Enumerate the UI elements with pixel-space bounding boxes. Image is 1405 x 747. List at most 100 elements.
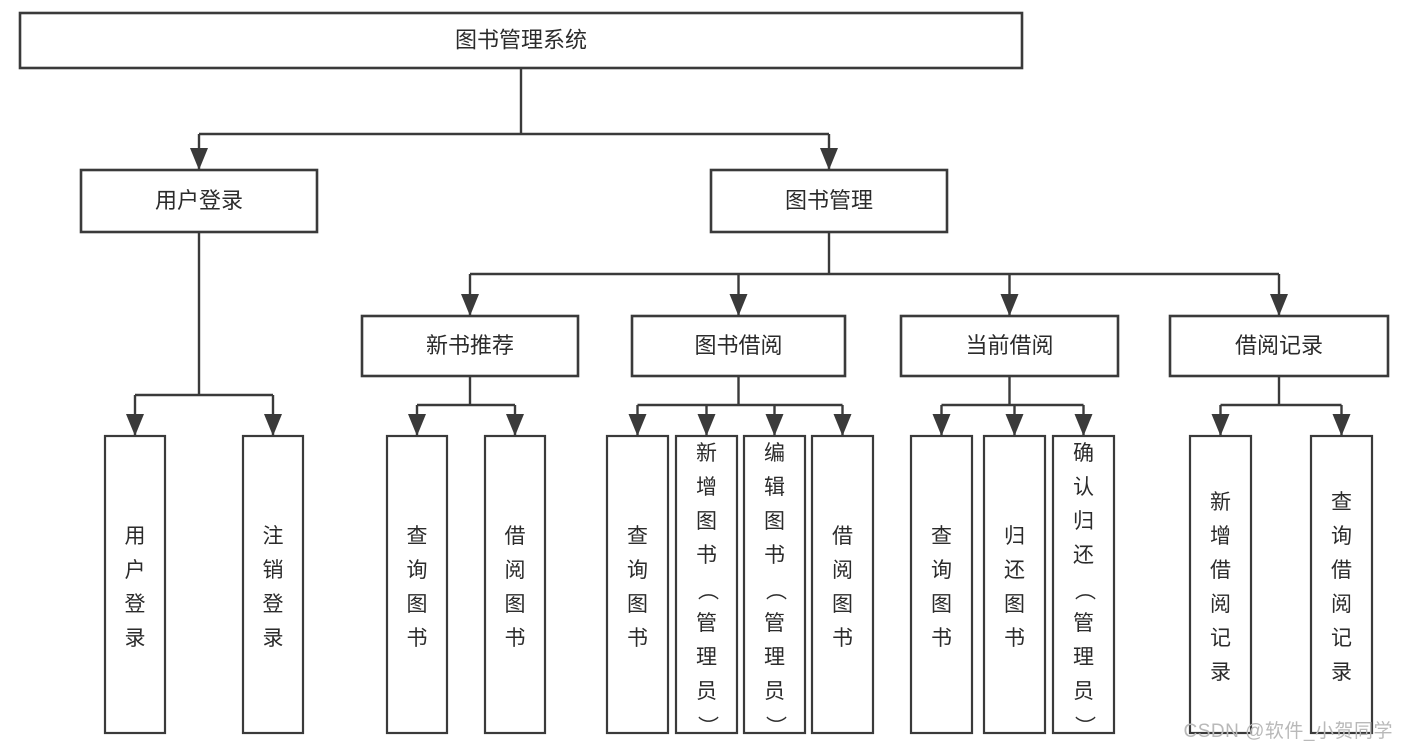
svg-text:借: 借: [1331, 559, 1352, 582]
svg-text:图: 图: [1004, 593, 1025, 616]
svg-text:录: 录: [1210, 661, 1231, 684]
svg-text:记: 记: [1331, 627, 1352, 650]
arrow-head-icon-book-borrow: [729, 294, 748, 316]
node-label-user-login-do: 用户登录: [125, 525, 146, 650]
node-box-borrow-record: [1168, 314, 1390, 378]
svg-text:查: 查: [407, 525, 428, 548]
svg-text:员: 员: [1073, 680, 1094, 703]
svg-text:询: 询: [931, 559, 952, 582]
node-box-recommend-borrow-book: [483, 434, 547, 735]
svg-text:）: ）: [696, 716, 719, 737]
node-box-borrow-edit-book: [742, 434, 807, 735]
svg-text:增: 增: [1210, 525, 1231, 548]
svg-text:图: 图: [505, 593, 526, 616]
svg-text:（: （: [696, 580, 719, 601]
node-book-manage[interactable]: 图书管理: [709, 168, 949, 234]
node-new-book-recommend[interactable]: 新书推荐: [360, 314, 580, 378]
svg-text:书: 书: [1004, 627, 1025, 650]
arrow-head-icon-new-book-recommend: [461, 294, 479, 316]
svg-text:（: （: [1073, 580, 1096, 601]
node-box-current-query-book: [909, 434, 974, 735]
node-box-recommend-query-book: [385, 434, 449, 735]
svg-text:理: 理: [1073, 646, 1094, 669]
svg-text:书: 书: [764, 544, 785, 567]
node-label-current-borrow: 当前借阅: [965, 333, 1053, 358]
arrow-head-icon-current-query-book: [932, 414, 951, 436]
node-current-borrow[interactable]: 当前借阅: [899, 314, 1120, 378]
svg-text:查: 查: [1331, 491, 1352, 514]
svg-text:登: 登: [263, 593, 284, 616]
node-box-user-login-do: [103, 434, 167, 735]
svg-text:阅: 阅: [505, 559, 526, 582]
node-box-user-logout: [241, 434, 305, 735]
svg-text:查: 查: [627, 525, 648, 548]
node-box-borrow-add-book: [674, 434, 739, 735]
svg-text:借: 借: [832, 525, 853, 548]
node-box-borrow-query-book: [605, 434, 670, 735]
svg-text:新: 新: [1210, 491, 1231, 514]
svg-text:图: 图: [832, 593, 853, 616]
node-book-borrow[interactable]: 图书借阅: [630, 314, 847, 378]
connector-layer: [126, 68, 1351, 436]
svg-text:员: 员: [696, 680, 717, 703]
svg-text:还: 还: [1073, 544, 1094, 567]
svg-text:借: 借: [1210, 559, 1231, 582]
svg-text:确: 确: [1073, 442, 1094, 465]
node-label-new-book-recommend: 新书推荐: [426, 333, 514, 358]
svg-text:注: 注: [263, 525, 284, 548]
node-box-current-return-book: [982, 434, 1047, 735]
node-user-login[interactable]: 用户登录: [79, 168, 319, 234]
svg-text:书: 书: [627, 627, 648, 650]
arrow-head-icon-current-return-book: [1005, 414, 1024, 436]
svg-text:录: 录: [1331, 661, 1352, 684]
svg-text:辑: 辑: [764, 476, 785, 499]
arrow-head-icon-current-confirm-return: [1074, 414, 1093, 436]
svg-text:书: 书: [696, 544, 717, 567]
node-user-login-do[interactable]: 用户登录: [103, 434, 167, 735]
svg-text:书: 书: [505, 627, 526, 650]
svg-text:记: 记: [1210, 627, 1231, 650]
svg-text:图: 图: [627, 593, 648, 616]
svg-text:管: 管: [1073, 612, 1094, 635]
svg-text:理: 理: [696, 646, 717, 669]
node-borrow-record[interactable]: 借阅记录: [1168, 314, 1390, 378]
node-root[interactable]: 图书管理系统: [18, 11, 1024, 70]
arrow-head-icon-borrow-add-book: [697, 414, 716, 436]
arrow-head-icon-user-logout: [264, 414, 282, 436]
svg-text:询: 询: [627, 559, 648, 582]
csdn-watermark: CSDN @软件_小贺同学: [1183, 721, 1393, 742]
svg-text:户: 户: [125, 559, 146, 582]
svg-text:（: （: [764, 580, 787, 601]
svg-text:阅: 阅: [1331, 593, 1352, 616]
arrow-head-icon-user-login-do: [126, 414, 144, 436]
svg-text:编: 编: [764, 442, 785, 465]
svg-text:阅: 阅: [1210, 593, 1231, 616]
svg-text:销: 销: [263, 559, 284, 582]
arrow-head-icon-record-query: [1332, 414, 1351, 436]
arrow-head-icon-book-manage: [820, 148, 838, 170]
svg-text:图: 图: [931, 593, 952, 616]
node-box-record-query: [1309, 434, 1374, 735]
svg-text:理: 理: [764, 646, 785, 669]
